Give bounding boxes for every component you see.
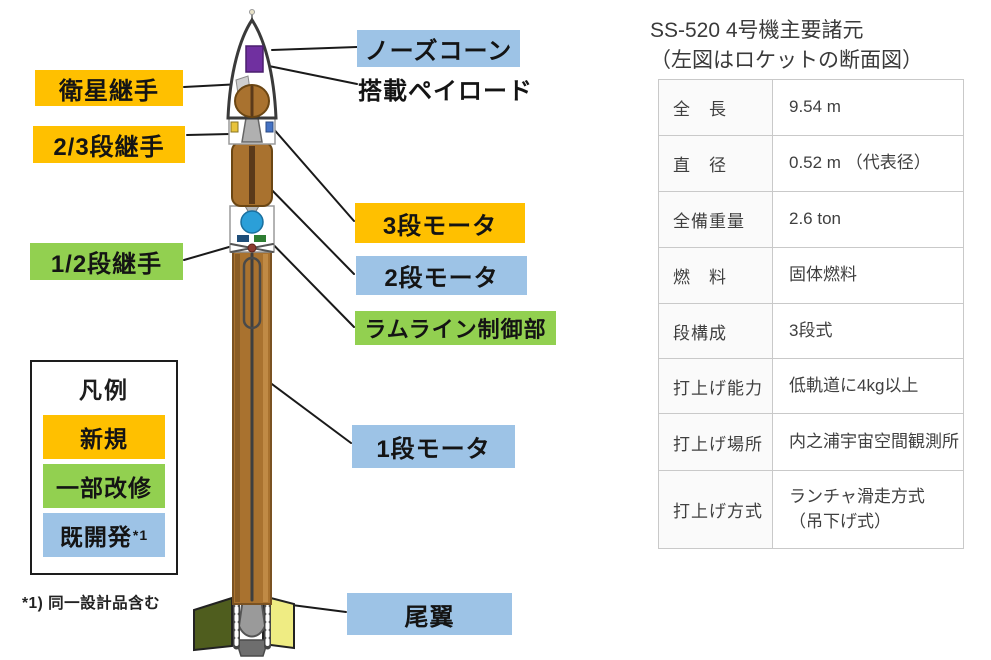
spec-label: 全 長 [658,79,773,136]
spec-value: 固体燃料 [772,247,964,304]
legend-item-modified: 一部改修 [43,464,165,508]
callout-line-joint-1-2 [183,246,230,261]
stage3-nozzle [241,117,263,143]
spec-row-length: 全 長 9.54 m [658,79,964,136]
spec-row-diameter: 直 径 0.52 m （代表径） [658,135,964,192]
spec-row-weight: 全備重量 2.6 ton [658,191,964,248]
spec-table: 全 長 9.54 m 直 径 0.52 m （代表径） 全備重量 2.6 ton… [658,79,964,549]
label-ramline-control: ラムライン制御部 [355,311,556,345]
spec-label: 全備重量 [658,191,773,248]
callout-line-motor-2 [261,179,355,275]
spec-label: 直 径 [658,135,773,192]
label-tail-fin: 尾翼 [347,593,512,635]
legend-item-existing: 既開発*1 [43,513,165,557]
stage1-igniter-tube [242,256,262,330]
spec-panel-title: SS-520 4号機主要諸元 [650,19,864,42]
label-joint-2-3: 2/3段継手 [33,126,185,163]
legend-item-existing-label: 既開発 [59,524,132,550]
spec-value: 0.52 m （代表径） [772,135,964,192]
legend-item-modified-label: 一部改修 [56,475,152,501]
spec-label: 打上げ場所 [658,413,773,471]
spec-value: 9.54 m [772,79,964,136]
label-motor-2: 2段モータ [356,256,527,295]
legend-item-new-label: 新規 [80,426,128,452]
joint-detail-blue [265,121,274,133]
spec-label: 段構成 [658,303,773,359]
spec-panel-subtitle: （左図はロケットの断面図） [650,49,923,72]
avionics-box-blue [237,235,249,242]
avionics-box-green [254,235,266,242]
stage2-center-line [249,146,255,204]
callout-line-joint-2-3 [186,133,231,136]
stage1-shade [235,254,240,602]
tail-fin-left [193,596,233,652]
payload-block [245,45,264,73]
spec-value: 3段式 [772,303,964,359]
label-satellite-joint: 衛星継手 [35,70,183,106]
spec-row-capability: 打上げ能力 低軌道に4kg以上 [658,358,964,414]
label-motor-1: 1段モータ [352,425,515,468]
label-payload: 搭載ペイロード [358,77,533,105]
legend-footnote: *1) 同一設計品含む [22,595,161,612]
nozzle-base [234,639,270,657]
legend-title: 凡例 [79,377,129,403]
spec-row-launch-method: 打上げ方式 ランチャ滑走方式 （吊下げ式） [658,470,964,549]
legend-item-new: 新規 [43,415,165,459]
spec-row-site: 打上げ場所 内之浦宇宙空間観測所 [658,413,964,471]
spec-value: 低軌道に4kg以上 [772,358,964,414]
rocket-illustration [183,9,358,657]
legend-item-existing-footnote-mark: *1 [132,527,149,543]
label-joint-1-2: 1/2段継手 [30,243,183,280]
stage1-highlight [263,254,268,602]
spec-row-stages: 段構成 3段式 [658,303,964,359]
joint-detail-yellow [230,121,239,133]
spec-label: 打上げ能力 [658,358,773,414]
spec-value: 2.6 ton [772,191,964,248]
spec-value: 内之浦宇宙空間観測所 [772,413,964,471]
nose-tip [249,9,255,15]
callout-line-payload [258,63,358,85]
spec-label: 燃 料 [658,247,773,304]
spec-label: 打上げ方式 [658,470,773,549]
label-nose-cone: ノーズコーン [357,30,520,67]
callout-line-nose-cone [271,46,358,51]
interstage-hub [247,243,257,253]
legend-box: 凡例 新規 一部改修 既開発*1 [30,360,178,575]
spec-value: ランチャ滑走方式 （吊下げ式） [772,470,964,549]
ramline-control-sphere [240,210,264,234]
label-motor-3: 3段モータ [355,203,525,243]
spec-row-fuel: 燃 料 固体燃料 [658,247,964,304]
